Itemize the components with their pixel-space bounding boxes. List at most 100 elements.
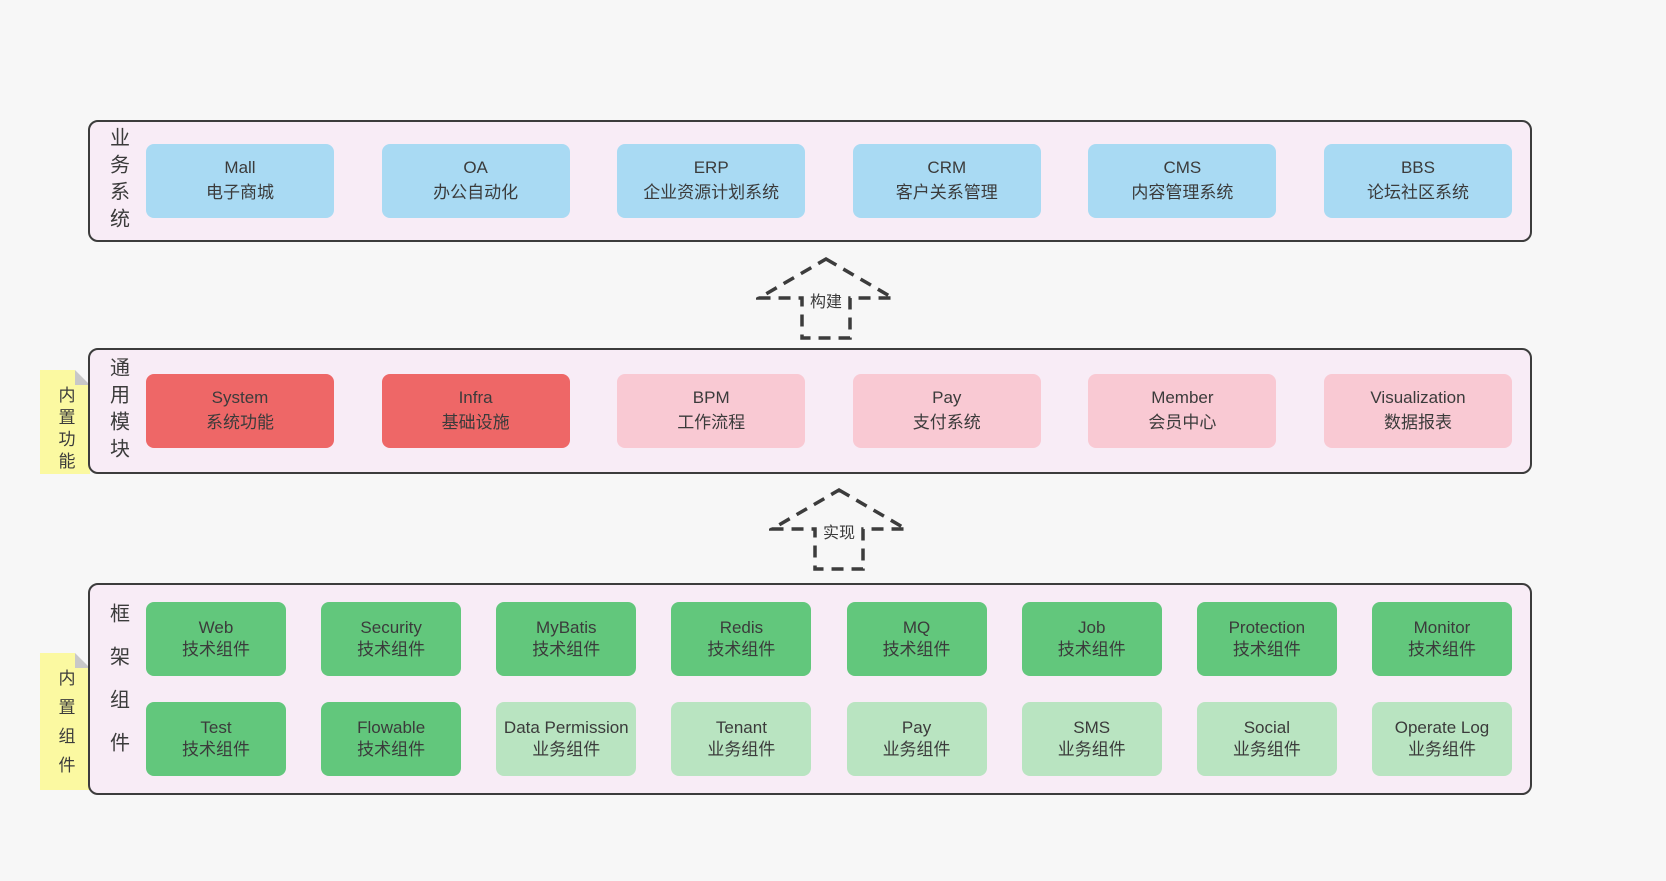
box-name: Flowable [357, 717, 426, 737]
sticky-note-builtin-features: 内置功能 [40, 370, 90, 474]
panel-framework-components: 框架组件 Web 技术组件 Security 技术组件 MyBatis [88, 583, 1532, 795]
diagram-box: Redis 技术组件 [671, 602, 812, 676]
arrow-build: 构建 [756, 256, 896, 342]
box-subtitle: 电子商城 [206, 183, 274, 202]
box-name: Redis [719, 617, 764, 637]
box-name: Member [1151, 388, 1214, 408]
box-name: Data Permission [503, 717, 629, 737]
diagram-box: BBS 论坛社区系统 [1323, 144, 1512, 218]
business-boxes-row: Mall 电子商城 OA 办公自动化 ERP 企业资源计划系统 CRM 客户关系… [146, 144, 1512, 218]
box-name: Social [1243, 717, 1290, 737]
box-name: Pay [932, 388, 962, 408]
box-subtitle: 业务组件 [1232, 740, 1301, 759]
diagram-box: Pay 业务组件 [846, 702, 987, 776]
box-name: Pay [901, 717, 932, 737]
diagram-box: OA 办公自动化 [381, 144, 570, 218]
up-arrow-dashed-icon [769, 487, 909, 571]
components-boxes-row-1: Web 技术组件 Security 技术组件 MyBatis 技术组件 [146, 602, 1512, 676]
box-subtitle: 技术组件 [357, 740, 426, 759]
diagram-box: Social 业务组件 [1196, 702, 1337, 776]
panel-side-label: 通用模块 [106, 357, 129, 465]
components-boxes-grid: Web 技术组件 Security 技术组件 MyBatis 技术组件 [146, 602, 1512, 776]
box-subtitle: 技术组件 [357, 640, 426, 659]
box-name: BBS [1400, 158, 1435, 178]
diagram-box: Flowable 技术组件 [321, 702, 462, 776]
box-name: OA [463, 158, 488, 178]
diagram-box: Member 会员中心 [1088, 374, 1277, 448]
up-arrow-dashed-icon [756, 256, 896, 340]
box-name: MyBatis [536, 617, 597, 637]
box-subtitle: 技术组件 [1407, 640, 1476, 659]
box-name: Job [1077, 617, 1106, 637]
box-name: Test [200, 717, 232, 737]
sticky-note-label: 内置功能 [55, 386, 75, 474]
box-subtitle: 支付系统 [912, 413, 981, 432]
diagram-box: Monitor 技术组件 [1371, 602, 1512, 676]
box-subtitle: 技术组件 [182, 740, 250, 759]
box-name: MQ [902, 617, 931, 637]
arrow-implement: 实现 [769, 487, 909, 573]
box-subtitle: 系统功能 [206, 413, 274, 432]
arrow-build-label: 构建 [805, 287, 847, 313]
box-subtitle: 内容管理系统 [1131, 183, 1234, 202]
box-subtitle: 技术组件 [707, 640, 776, 659]
box-subtitle: 基础设施 [441, 413, 510, 432]
box-subtitle: 业务组件 [882, 740, 951, 759]
box-subtitle: 技术组件 [182, 640, 250, 659]
diagram-box: BPM 工作流程 [617, 374, 806, 448]
diagram-box: Mall 电子商城 [146, 144, 334, 218]
box-subtitle: 业务组件 [532, 740, 601, 759]
diagram-box: CRM 客户关系管理 [852, 144, 1041, 218]
box-name: System [211, 388, 269, 408]
diagram-box: ERP 企业资源计划系统 [617, 144, 806, 218]
diagram-box: System 系统功能 [146, 374, 334, 448]
diagram-box: Data Permission 业务组件 [496, 702, 637, 776]
panel-common-modules: 通用模块 System 系统功能 Infra 基础设施 BPM 工作流程 [88, 348, 1532, 474]
diagram-box: Operate Log 业务组件 [1371, 702, 1512, 776]
components-boxes-row-2: Test 技术组件 Flowable 技术组件 Data Permission … [146, 702, 1512, 776]
box-subtitle: 业务组件 [1057, 740, 1126, 759]
box-subtitle: 业务组件 [1407, 740, 1476, 759]
diagram-box: Web 技术组件 [146, 602, 286, 676]
panel-side-label: 业务系统 [106, 127, 129, 235]
modules-boxes-row: System 系统功能 Infra 基础设施 BPM 工作流程 Pay 支付系统 [146, 374, 1512, 448]
diagram-box: Job 技术组件 [1021, 602, 1162, 676]
box-subtitle: 工作流程 [677, 413, 746, 432]
box-name: SMS [1073, 717, 1111, 737]
arrow-implement-label: 实现 [818, 518, 860, 544]
box-subtitle: 技术组件 [1232, 640, 1301, 659]
box-subtitle: 业务组件 [707, 740, 776, 759]
diagram-box: Pay 支付系统 [852, 374, 1041, 448]
sticky-note-builtin-components: 内置组件 [40, 653, 90, 790]
diagram-box: CMS 内容管理系统 [1088, 144, 1277, 218]
box-name: Web [198, 617, 234, 637]
box-name: Operate Log [1394, 717, 1490, 737]
diagram-box: Protection 技术组件 [1196, 602, 1337, 676]
diagram-box: Tenant 业务组件 [671, 702, 812, 776]
panel-side-label: 框架组件 [106, 603, 129, 775]
box-subtitle: 技术组件 [532, 640, 601, 659]
box-name: CMS [1163, 158, 1202, 178]
box-name: CRM [927, 158, 967, 178]
box-subtitle: 数据报表 [1383, 413, 1452, 432]
diagram-box: MQ 技术组件 [846, 602, 987, 676]
diagram-box: Security 技术组件 [321, 602, 462, 676]
box-name: Infra [458, 388, 493, 408]
box-name: Tenant [715, 717, 767, 737]
box-name: Security [360, 617, 422, 637]
diagram-box: Visualization 数据报表 [1323, 374, 1512, 448]
box-name: Mall [224, 158, 256, 178]
box-subtitle: 企业资源计划系统 [643, 183, 780, 202]
panel-business-systems: 业务系统 Mall 电子商城 OA 办公自动化 ERP 企业资源计划系统 [88, 120, 1532, 242]
box-subtitle: 办公自动化 [433, 183, 519, 202]
box-subtitle: 技术组件 [1057, 640, 1126, 659]
diagram-box: MyBatis 技术组件 [496, 602, 637, 676]
box-name: BPM [692, 388, 730, 408]
sticky-note-label: 内置组件 [55, 669, 75, 785]
box-subtitle: 会员中心 [1148, 413, 1217, 432]
box-subtitle: 论坛社区系统 [1366, 183, 1469, 202]
box-subtitle: 客户关系管理 [895, 183, 998, 202]
diagram-box: SMS 业务组件 [1021, 702, 1162, 776]
box-subtitle: 技术组件 [882, 640, 951, 659]
